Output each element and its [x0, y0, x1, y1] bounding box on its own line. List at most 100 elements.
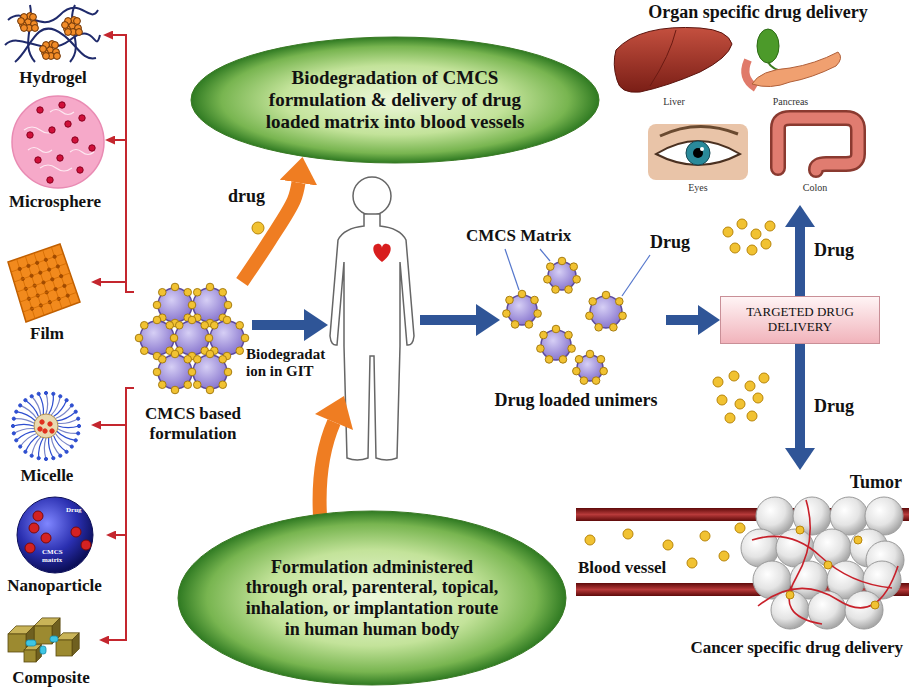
micelle-head: [65, 399, 68, 402]
drug-particle: [761, 239, 771, 249]
film-drug: [63, 284, 66, 287]
drug-particle: [586, 312, 594, 320]
flow-arrow: [252, 320, 304, 330]
microsphere-drug: [72, 137, 78, 143]
micelle-head: [15, 410, 18, 413]
drug-particle: [224, 301, 232, 309]
film-drug: [48, 268, 51, 271]
eye-picture: [648, 124, 748, 180]
drug-particle: [140, 347, 148, 355]
flow-arrow: [420, 315, 476, 325]
micelle-chain: [13, 424, 34, 426]
nanoparticle-figure: Nanoparticle: [3, 494, 106, 596]
red-connector: [115, 140, 134, 292]
capillary: [752, 500, 898, 624]
drug-particle: [687, 558, 697, 568]
drug-particle: [575, 355, 583, 363]
node-label: Drug loaded unimers: [494, 390, 657, 411]
unimer-picture: [503, 257, 627, 384]
node-label: Hydrogel: [19, 68, 87, 88]
nanoparticle-drug: [71, 527, 81, 537]
micelle-picture: [11, 391, 80, 460]
formulation-picture: [135, 283, 249, 394]
administration-arrow: [315, 396, 353, 430]
eye-picture: [660, 126, 738, 136]
colon-picture: [778, 118, 858, 170]
micelle-head: [24, 450, 27, 453]
nanoparticle-drug: [33, 511, 43, 521]
film-drug: [51, 278, 54, 281]
node-label: Micelle: [21, 466, 74, 486]
drug-particle: [171, 386, 179, 394]
micelle-head: [30, 395, 33, 398]
drug-particle: [623, 529, 633, 539]
annotation-label: drug: [228, 186, 265, 207]
micelle-chain: [14, 429, 34, 434]
micelle-chain: [51, 437, 60, 456]
process-ellipse: Biodegradation of CMCS formulation & del…: [190, 36, 600, 164]
drug-particles: [786, 526, 879, 609]
film-grid: [34, 253, 53, 312]
red-connector: [101, 282, 134, 292]
leader-line: [505, 249, 650, 296]
microsphere-drug: [35, 157, 41, 163]
composite-block: [8, 634, 26, 652]
colon-picture: [778, 118, 858, 170]
drug-particle: [531, 296, 539, 304]
pancreas-picture: [752, 52, 841, 87]
drug-particle: [540, 331, 548, 339]
cmcs-matrix: [175, 321, 209, 355]
hydrogel-bead: [74, 18, 81, 25]
drug-particle: [171, 350, 179, 358]
microsphere-figure: Microsphere: [5, 92, 105, 212]
node-label: Liver: [663, 96, 685, 108]
organ-figure: Colon: [760, 110, 870, 194]
drug-particle: [135, 334, 143, 342]
drug-particle: [786, 591, 794, 599]
microsphere-picture: [50, 110, 74, 115]
composite-rod: [40, 646, 46, 654]
microsphere-picture: [40, 165, 72, 171]
film-grid: [17, 273, 70, 292]
leader-line: [540, 249, 550, 261]
drug-particle: [559, 356, 567, 364]
drug-particle: [573, 276, 581, 284]
micelle-figure: Micelle: [3, 388, 91, 486]
drug-particle: [205, 334, 213, 342]
drug-particle: [854, 536, 862, 544]
micelle-chain: [58, 429, 78, 434]
microsphere-picture: [12, 96, 104, 188]
pancreas-picture: [745, 29, 840, 88]
drug-particle: [188, 368, 196, 376]
micelle-chain: [39, 438, 44, 458]
hydrogel-bead: [40, 46, 47, 53]
drug-particle: [730, 243, 740, 253]
process-ellipse: Formulation administered through oral, p…: [177, 510, 567, 686]
micelle-head: [11, 424, 14, 427]
hydrogel-figure: Hydrogel: [3, 2, 103, 88]
drug-particle: [735, 523, 745, 533]
hydrogel-bead: [43, 53, 50, 60]
drug-particle: [745, 381, 755, 391]
drug-particle: [610, 324, 618, 332]
drug-particle: [796, 526, 804, 534]
film-grid: [23, 292, 77, 312]
micelle-chain: [57, 412, 76, 421]
annotation-label: Drug: [650, 232, 690, 253]
hydrogel-bead: [18, 18, 25, 25]
micelle-head: [37, 457, 40, 460]
microsphere-drug: [59, 102, 65, 108]
micelle-core: [34, 414, 58, 438]
drug-particle: [565, 331, 573, 339]
flow-arrow: [252, 304, 500, 341]
drug-particle: [511, 321, 519, 329]
micelle-head: [12, 432, 15, 435]
composite-picture: [8, 618, 79, 662]
micelle-chain: [39, 394, 44, 414]
node-label: Eyes: [688, 182, 707, 194]
red-connector: [109, 388, 134, 640]
drug-particle: [663, 540, 673, 550]
micelle-chain: [16, 431, 35, 440]
drug-particle: [723, 227, 733, 237]
drug-particle: [166, 321, 174, 329]
